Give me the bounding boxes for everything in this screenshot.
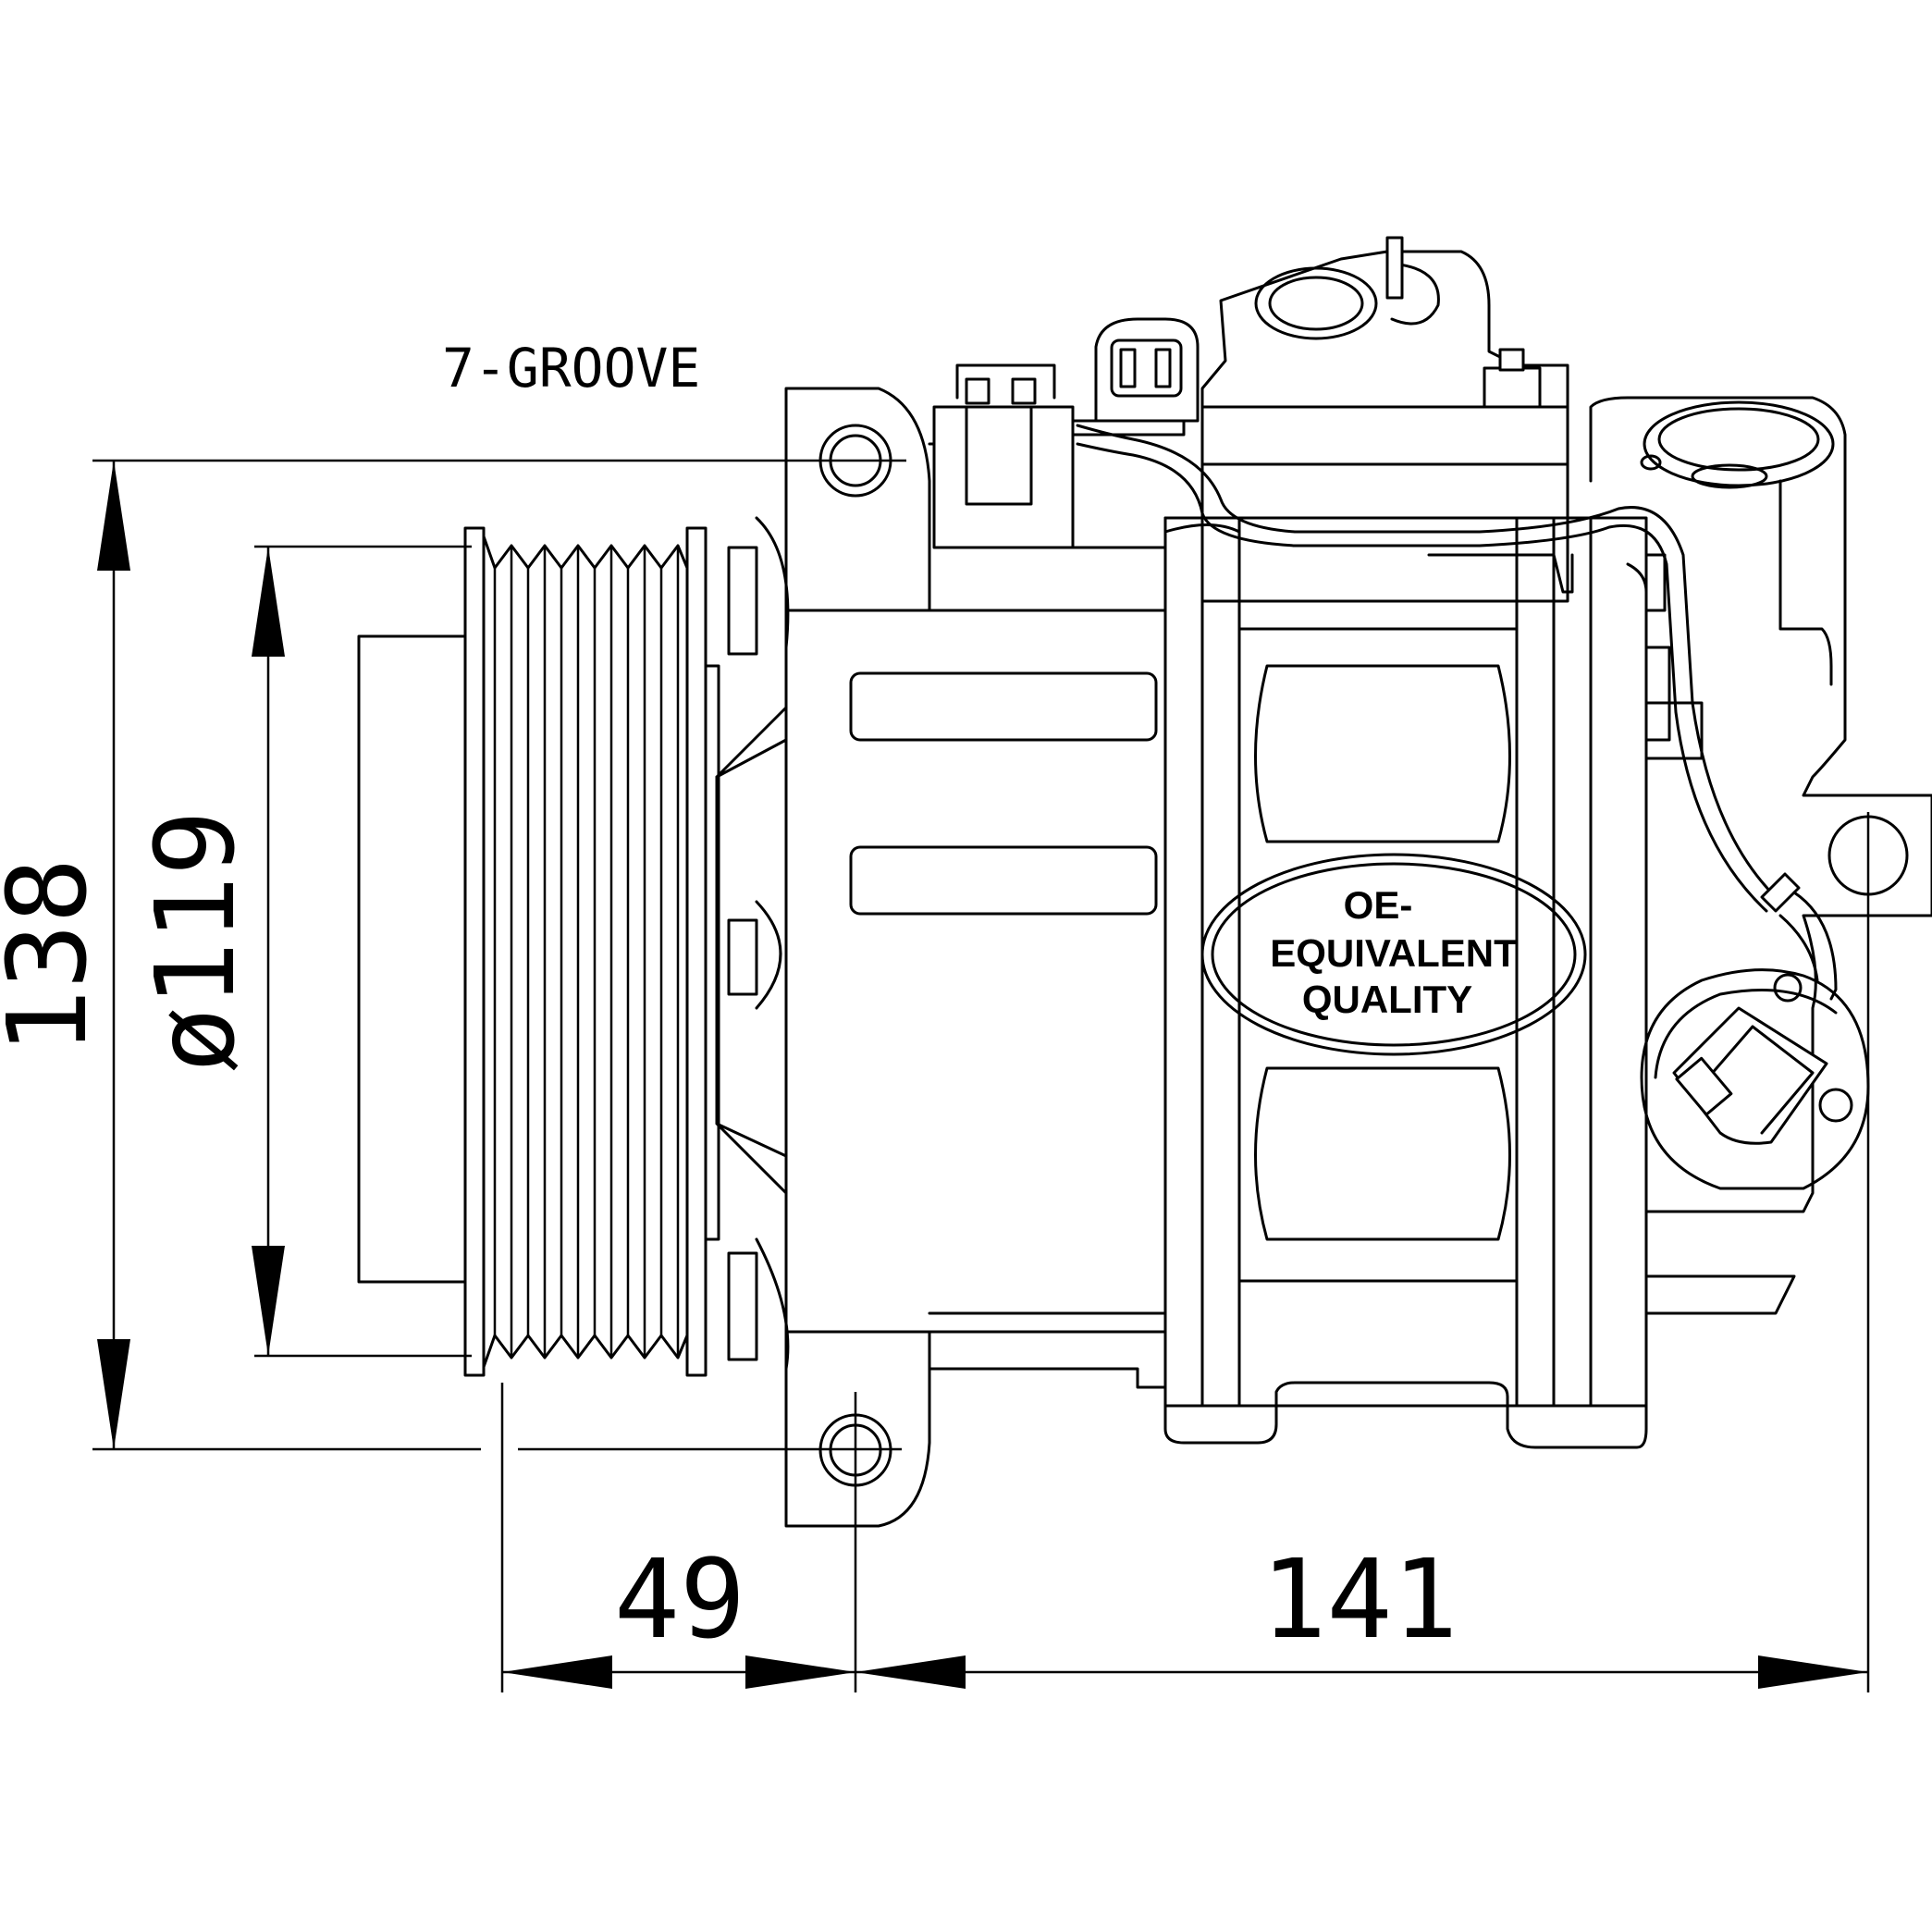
head-slot-lower bbox=[849, 845, 1158, 916]
head-slot-upper bbox=[849, 671, 1158, 742]
service-pin bbox=[1385, 236, 1404, 300]
diameter-arrow-bottom bbox=[252, 1246, 285, 1356]
dimension-pulley-diameter: ø119 bbox=[131, 545, 472, 1358]
pressure-sensor-housing bbox=[1640, 968, 1870, 1190]
front-head bbox=[715, 387, 1167, 1528]
pulley-front-flange bbox=[463, 526, 486, 1377]
seal-text-line1: OE- bbox=[1344, 883, 1413, 927]
harness-grommet bbox=[1760, 872, 1801, 913]
front-nose bbox=[715, 706, 788, 1195]
wire-harness bbox=[1076, 424, 1838, 1001]
harness-wire bbox=[1076, 424, 1778, 899]
seal-text-line3: QUALITY bbox=[1302, 978, 1472, 1021]
cylinder-bulge-upper bbox=[1254, 664, 1511, 843]
height-dimension-label: 138 bbox=[0, 857, 111, 1054]
front-bolt-bottom bbox=[727, 1237, 790, 1371]
body-foot bbox=[928, 1330, 1648, 1449]
offset-arrow-right bbox=[745, 1655, 855, 1689]
top-fittings bbox=[932, 236, 1569, 603]
diameter-arrow-top bbox=[252, 547, 285, 657]
seal-text-line2: EQUIVALENT bbox=[1270, 931, 1518, 975]
clutch-coil-housing bbox=[704, 664, 720, 1241]
oe-equivalent-seal[interactable]: OE- EQUIVALENT QUALITY bbox=[1200, 853, 1587, 1056]
offset-arrow-left bbox=[502, 1655, 612, 1689]
pressure-sensor bbox=[1640, 968, 1870, 1190]
pulley-rear-flange bbox=[685, 526, 708, 1377]
pulley-groove-face bbox=[482, 535, 689, 1369]
height-arrow-top bbox=[97, 461, 130, 571]
groove-count-label: 7-GROOVE bbox=[442, 337, 700, 400]
dimension-bottom: 49 141 bbox=[500, 812, 1870, 1692]
height-arrow-bottom bbox=[97, 1339, 130, 1449]
front-bolt-middle bbox=[727, 900, 782, 1010]
seal-inner-ellipse bbox=[1211, 862, 1577, 1047]
suction-port-opening bbox=[1254, 266, 1378, 340]
body-length-label: 141 bbox=[1261, 1535, 1458, 1663]
pulley-diameter-label: ø119 bbox=[131, 810, 259, 1073]
seal-outer-ellipse bbox=[1200, 853, 1587, 1056]
pulley-groove-lines bbox=[493, 546, 680, 1358]
rear-bolt-upper bbox=[1644, 646, 1671, 742]
cylinder-outline bbox=[1163, 516, 1648, 1408]
discharge-port bbox=[1643, 400, 1835, 487]
front-head-outline bbox=[784, 387, 1167, 1528]
pulley-offset-label: 49 bbox=[614, 1535, 745, 1663]
suction-port-housing bbox=[1200, 236, 1569, 603]
sensor-connector bbox=[1071, 317, 1200, 437]
control-valve-plug bbox=[965, 405, 1033, 506]
length-arrow-left bbox=[855, 1655, 966, 1689]
length-arrow-right bbox=[1758, 1655, 1868, 1689]
dimension-height: 138 bbox=[0, 459, 906, 1451]
front-bolt-top bbox=[727, 516, 790, 656]
clutch-hub bbox=[357, 634, 470, 1284]
pulley bbox=[357, 526, 720, 1377]
cylinder-bulge-lower bbox=[1254, 1066, 1511, 1241]
